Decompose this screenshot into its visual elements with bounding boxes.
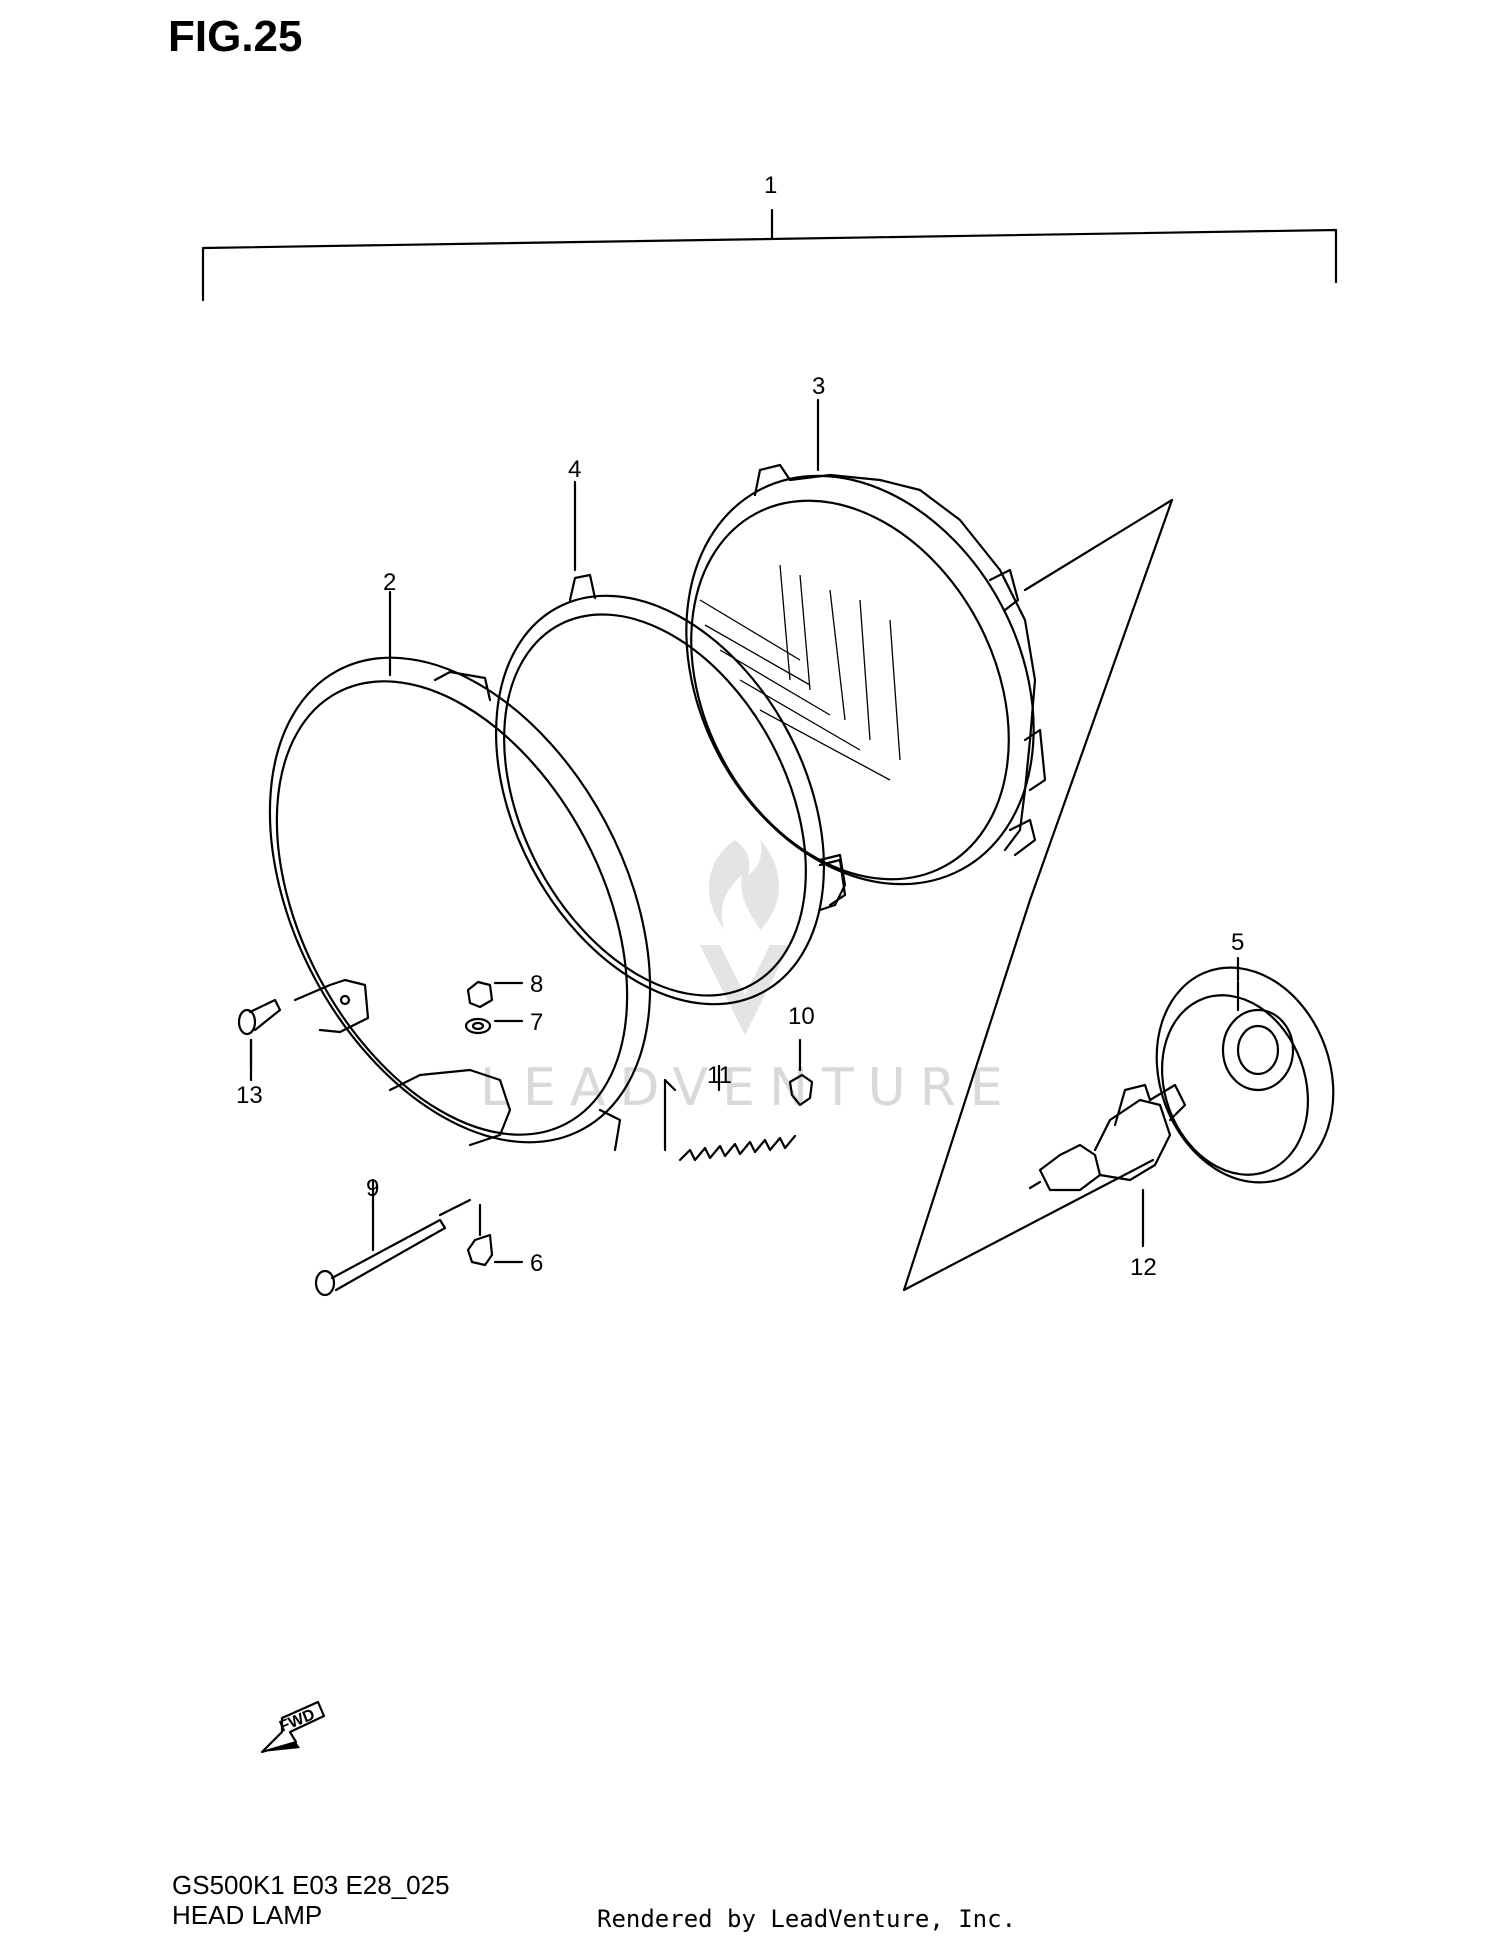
rendered-by-note: Rendered by LeadVenture, Inc.	[597, 1905, 1017, 1933]
callout-11: 11	[707, 1062, 732, 1089]
lens-reflector-part	[685, 463, 1047, 912]
rim-ring-part	[494, 573, 847, 1006]
assembly-bracket	[201, 208, 1338, 302]
callout-8: 8	[530, 971, 543, 998]
clip-nut-part	[788, 1038, 814, 1107]
model-code: GS500K1 E03 E28_025	[172, 1870, 450, 1900]
nut-part	[466, 980, 494, 1009]
callout-4: 4	[568, 456, 581, 483]
socket-cover-part	[1155, 966, 1335, 1184]
callout-13: 13	[236, 1082, 263, 1109]
mounting-bolt-part	[237, 998, 282, 1082]
adjust-screw-part	[466, 1203, 494, 1267]
spring-part	[663, 1064, 797, 1162]
watermark: LEADVENTURE	[480, 840, 1017, 1118]
housing-part	[268, 656, 652, 1152]
section-name: HEAD LAMP	[172, 1900, 323, 1930]
callout-7: 7	[530, 1009, 543, 1036]
bulb-part	[1028, 1083, 1187, 1242]
callout-5: 5	[1231, 929, 1244, 956]
exploded-outline	[902, 498, 1174, 1292]
washer-part	[464, 1017, 492, 1035]
figure-title: FIG.25	[168, 12, 303, 61]
callout-labels: 1 2 3 4 5 6 7 8 9 10 11 12 13	[236, 172, 1244, 1281]
watermark-text: LEADVENTURE	[480, 1058, 1017, 1118]
callout-6: 6	[530, 1250, 543, 1277]
callout-12: 12	[1130, 1254, 1157, 1281]
leader-lines	[249, 398, 1240, 1264]
callout-10: 10	[788, 1003, 815, 1030]
callout-2: 2	[383, 569, 396, 596]
callout-9: 9	[366, 1175, 379, 1202]
long-screw-part	[314, 1198, 472, 1297]
callout-3: 3	[812, 373, 825, 400]
callout-1: 1	[764, 172, 777, 199]
fwd-arrow-icon: FWD	[260, 1700, 326, 1754]
